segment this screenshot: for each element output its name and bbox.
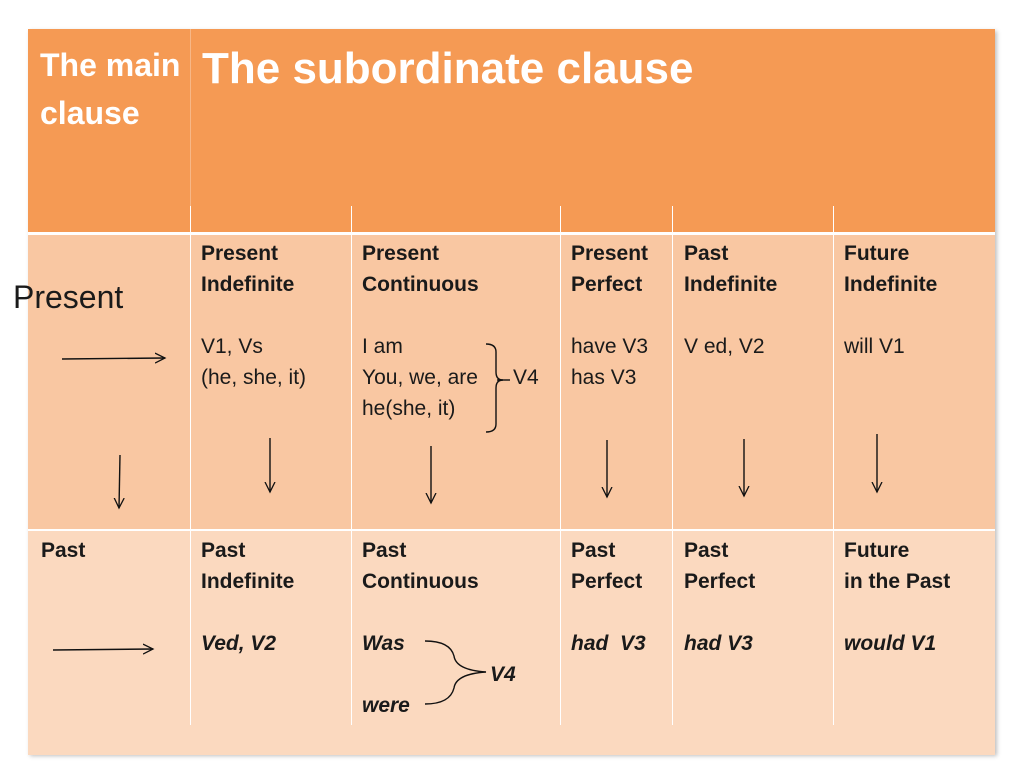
column-divider bbox=[672, 206, 673, 725]
future-indefinite-cell: Future Indefinite will V1 bbox=[844, 238, 937, 362]
past-indefinite-cell: Past Indefinite Ved, V2 bbox=[201, 535, 294, 659]
tense-form: had V3 bbox=[684, 632, 753, 655]
tense-title: Present bbox=[201, 242, 279, 265]
tense-form: You, we, are bbox=[362, 366, 478, 389]
tense-form: V ed, V2 bbox=[684, 335, 765, 358]
tense-form: have V3 bbox=[571, 335, 649, 358]
present-row-label: Present bbox=[13, 279, 124, 315]
tense-title: Present bbox=[571, 242, 649, 265]
tense-title: Indefinite bbox=[684, 273, 778, 296]
column-divider bbox=[833, 206, 834, 725]
header-main-clause-text: The main clause bbox=[40, 47, 181, 131]
tense-title: Past bbox=[684, 539, 729, 562]
tense-title: Perfect bbox=[684, 570, 756, 593]
header-subordinate-clause-text: The subordinate clause bbox=[202, 44, 694, 93]
tense-title: Future bbox=[844, 539, 910, 562]
tense-title: Perfect bbox=[571, 570, 643, 593]
past-perfect-cell: Past Perfect had V3 bbox=[571, 535, 646, 659]
tense-form: V1, Vs bbox=[201, 335, 263, 358]
tense-title: Past bbox=[571, 539, 616, 562]
tense-title: Indefinite bbox=[201, 273, 295, 296]
tense-title: Past bbox=[201, 539, 246, 562]
tense-title: Future bbox=[844, 242, 910, 265]
tense-form: (he, she, it) bbox=[201, 366, 307, 389]
present-indefinite-cell: Present Indefinite V1, Vs (he, she, it) bbox=[201, 238, 306, 393]
tense-form: would V1 bbox=[844, 632, 937, 655]
past-row-label: Past bbox=[41, 539, 86, 562]
past-continuous-v4: V4 bbox=[490, 663, 516, 686]
tense-form: will V1 bbox=[844, 335, 905, 358]
column-divider bbox=[351, 206, 352, 725]
tense-form: had V3 bbox=[571, 632, 646, 655]
tense-title: Indefinite bbox=[201, 570, 295, 593]
past-indefinite-cell: Past Indefinite V ed, V2 bbox=[684, 238, 777, 362]
tense-title: Continuous bbox=[362, 570, 479, 593]
tense-form: Ved, V2 bbox=[201, 632, 277, 655]
column-divider bbox=[190, 206, 191, 725]
tense-title: Continuous bbox=[362, 273, 479, 296]
present-perfect-cell: Present Perfect have V3 has V3 bbox=[571, 238, 648, 393]
column-divider bbox=[560, 206, 561, 725]
tense-form: has V3 bbox=[571, 366, 637, 389]
tense-form: Was bbox=[362, 632, 405, 655]
tense-title: Perfect bbox=[571, 273, 643, 296]
table-header: The main clause The subordinate clause bbox=[28, 29, 995, 235]
tense-title: Past bbox=[362, 539, 407, 562]
tense-form: were bbox=[362, 694, 410, 717]
future-in-the-past-cell: Future in the Past would V1 bbox=[844, 535, 950, 659]
tense-title: in the Past bbox=[844, 570, 951, 593]
present-continuous-cell: Present Continuous I am You, we, are he(… bbox=[362, 238, 479, 424]
present-continuous-v4: V4 bbox=[513, 366, 539, 389]
past-perfect-cell: Past Perfect had V3 bbox=[684, 535, 755, 659]
tense-title: Indefinite bbox=[844, 273, 938, 296]
tense-form: I am bbox=[362, 335, 403, 358]
tense-title: Past bbox=[684, 242, 729, 265]
tense-title: Present bbox=[362, 242, 440, 265]
tense-form: he(she, it) bbox=[362, 397, 456, 420]
header-main-clause-cell: The main clause bbox=[28, 29, 191, 232]
past-continuous-cell: Past Continuous Was were bbox=[362, 535, 479, 721]
